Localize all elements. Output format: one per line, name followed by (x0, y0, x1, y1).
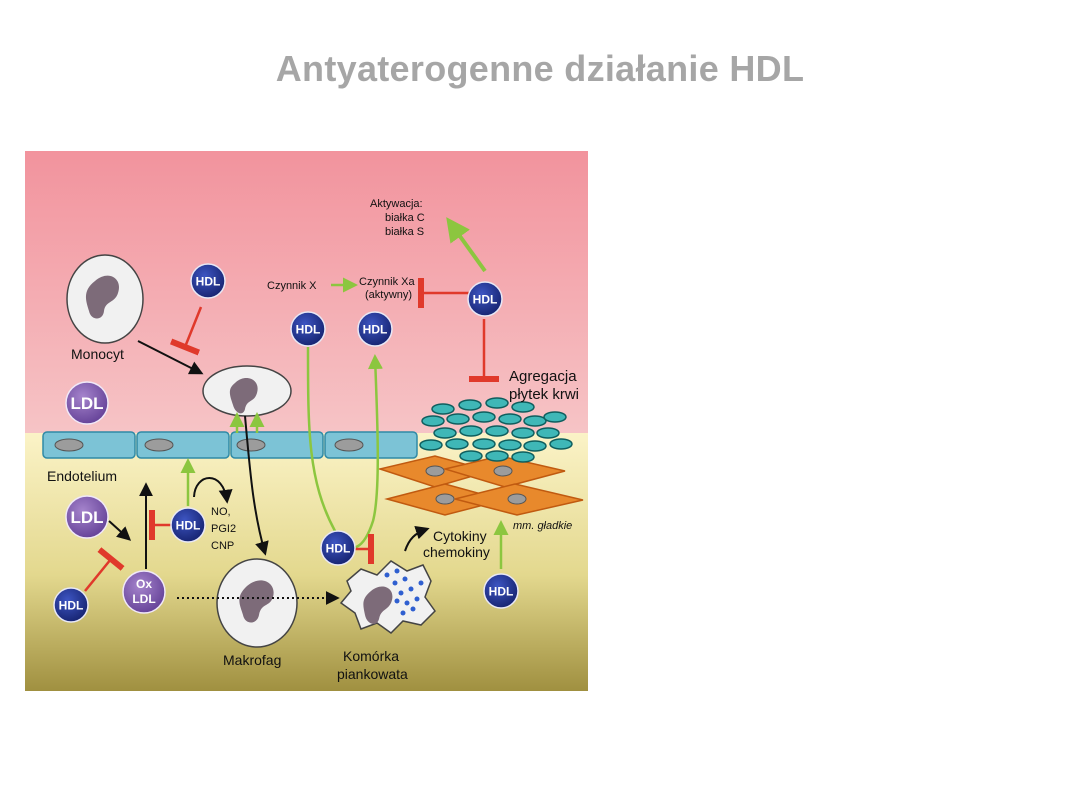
factor-xa-label-line2: (aktywny) (365, 289, 412, 301)
activation-label-line3: białka S (385, 226, 424, 238)
factor-x-label: Czynnik X (267, 280, 317, 292)
hdl-badge-2: HDL (290, 311, 326, 347)
endothelium-label: Endotelium (47, 468, 117, 484)
svg-text:HDL: HDL (296, 323, 321, 337)
migrating-monocyte-cell (202, 365, 292, 417)
hdl-badge-6: HDL (320, 530, 356, 566)
svg-text:HDL: HDL (176, 519, 201, 533)
red-inhibition-markers (84, 278, 499, 592)
factor-xa-label-line1: Czynnik Xa (359, 276, 416, 288)
activation-label-line2: białka C (385, 212, 425, 224)
monocyte-label: Monocyt (71, 346, 124, 362)
hdl-badge-1: HDL (190, 263, 226, 299)
foam-cell-label-line2: piankowata (337, 666, 408, 682)
svg-text:LDL: LDL (132, 592, 155, 606)
foam-cell (339, 560, 436, 634)
hdl-badge-3: HDL (357, 311, 393, 347)
no-pgi2-cnp-label-line2: PGI2 (211, 523, 236, 535)
endothelium-layer (42, 431, 418, 459)
ldl-badge-intima: LDL (65, 495, 109, 539)
cytokines-label-line2: chemokiny (423, 544, 490, 560)
oxldl-badge: Ox LDL (122, 570, 166, 614)
macrophage-cell (216, 558, 298, 648)
no-pgi2-cnp-label-line1: NO, (211, 506, 231, 518)
ldl-badge-lumen: LDL (65, 381, 109, 425)
hdl-badge-7: HDL (483, 573, 519, 609)
smooth-muscle-cells (377, 455, 584, 516)
platelet-aggregation-label-line2: płytek krwi (509, 386, 579, 403)
cytokines-label-line1: Cytokiny (433, 528, 487, 544)
svg-text:LDL: LDL (70, 394, 103, 413)
svg-text:HDL: HDL (326, 542, 351, 556)
slide-title: Antyaterogenne działanie HDL (275, 48, 805, 89)
svg-text:HDL: HDL (363, 323, 388, 337)
no-pgi2-cnp-label-line3: CNP (211, 540, 234, 552)
svg-text:HDL: HDL (196, 275, 221, 289)
activation-label-line1: Aktywacja: (370, 198, 423, 210)
macrophage-label: Makrofag (223, 652, 281, 668)
hdl-badge-4: HDL (467, 281, 503, 317)
svg-text:HDL: HDL (473, 293, 498, 307)
hdl-badge-5: HDL (170, 507, 206, 543)
black-pathway-arrows (108, 340, 430, 605)
hdl-pathway-diagram: HDL HDL HDL HDL HDL HDL HDL HDL LDL LDL … (25, 151, 588, 691)
platelet-aggregate (419, 397, 573, 463)
foam-cell-label-line1: Komórka (343, 648, 399, 664)
monocyte-cell (66, 254, 144, 344)
svg-text:LDL: LDL (70, 508, 103, 527)
smooth-muscle-label: mm. gładkie (513, 520, 572, 532)
svg-text:Ox: Ox (136, 577, 152, 591)
svg-text:HDL: HDL (59, 599, 84, 613)
svg-text:HDL: HDL (489, 585, 514, 599)
hdl-badge-8: HDL (53, 587, 89, 623)
platelet-aggregation-label-line1: Agregacja (509, 368, 577, 385)
